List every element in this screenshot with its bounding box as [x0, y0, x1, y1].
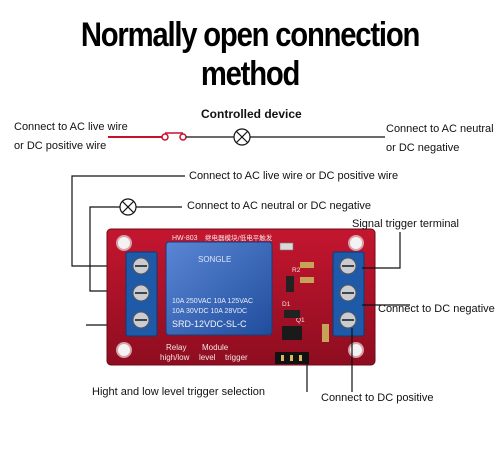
left-top-label-line1: Connect to AC live wire	[14, 121, 128, 133]
silk-module: Module	[202, 343, 229, 352]
left-wiring	[71, 175, 185, 326]
relay-rating-1: 10A 250VAC 10A 125VAC	[172, 298, 253, 305]
board-chinese-label: 继电器模块/低电平触发	[205, 233, 273, 242]
terminal-2-label: Connect to AC neutral or DC negative	[187, 200, 372, 212]
left-screw-terminal	[125, 251, 158, 337]
silk-high-low: high/low	[160, 353, 190, 362]
relay-rating-2: 10A 30VDC 10A 28VDC	[172, 308, 247, 315]
right-leaders	[306, 232, 410, 392]
trigger-selection-label: Hight and low level trigger selection	[92, 386, 266, 398]
mounting-hole	[348, 342, 364, 358]
switch-icon	[161, 132, 187, 141]
controlled-device-circuit	[108, 128, 385, 146]
silk-d1: D1	[282, 301, 291, 308]
right-top-label-line1: Connect to AC neutral	[386, 123, 494, 135]
left-top-label-line2: or DC positive wire	[14, 140, 107, 152]
silk-q1: Q1	[296, 317, 305, 324]
silk-level: level	[199, 353, 216, 362]
mounting-hole	[116, 342, 132, 358]
silk-relay: Relay	[166, 343, 186, 352]
silk-trigger: trigger	[225, 353, 248, 362]
controlled-device-label: Controlled device	[201, 107, 302, 121]
terminal-1-label: Connect to AC live wire or DC positive w…	[189, 170, 399, 182]
board-model: HW-803	[172, 235, 198, 242]
right-top-label-line2: or DC negative	[386, 142, 460, 154]
relay-module-board: HW-803 继电器模块/低电平触发 Relay Module high/low…	[106, 228, 376, 366]
mounting-hole	[348, 235, 364, 251]
dc-negative-label: Connect to DC negative	[378, 303, 495, 315]
mounting-hole	[116, 235, 132, 251]
smd-components	[279, 242, 329, 342]
lamp-icon	[119, 198, 137, 216]
right-screw-terminal	[332, 251, 365, 337]
dc-positive-label: Connect to DC positive	[321, 392, 434, 404]
trigger-jumper	[275, 352, 309, 364]
lamp-icon	[233, 128, 251, 146]
relay-brand: SONGLE	[198, 255, 231, 264]
silk-r2: R2	[292, 267, 301, 274]
signal-trigger-label: Signal trigger terminal	[352, 218, 459, 230]
page-title: Normally open connection method	[80, 16, 420, 93]
relay-component: SONGLE 10A 250VAC 10A 125VAC 10A 30VDC 1…	[165, 241, 273, 336]
relay-model: SRD-12VDC-SL-C	[172, 319, 247, 329]
